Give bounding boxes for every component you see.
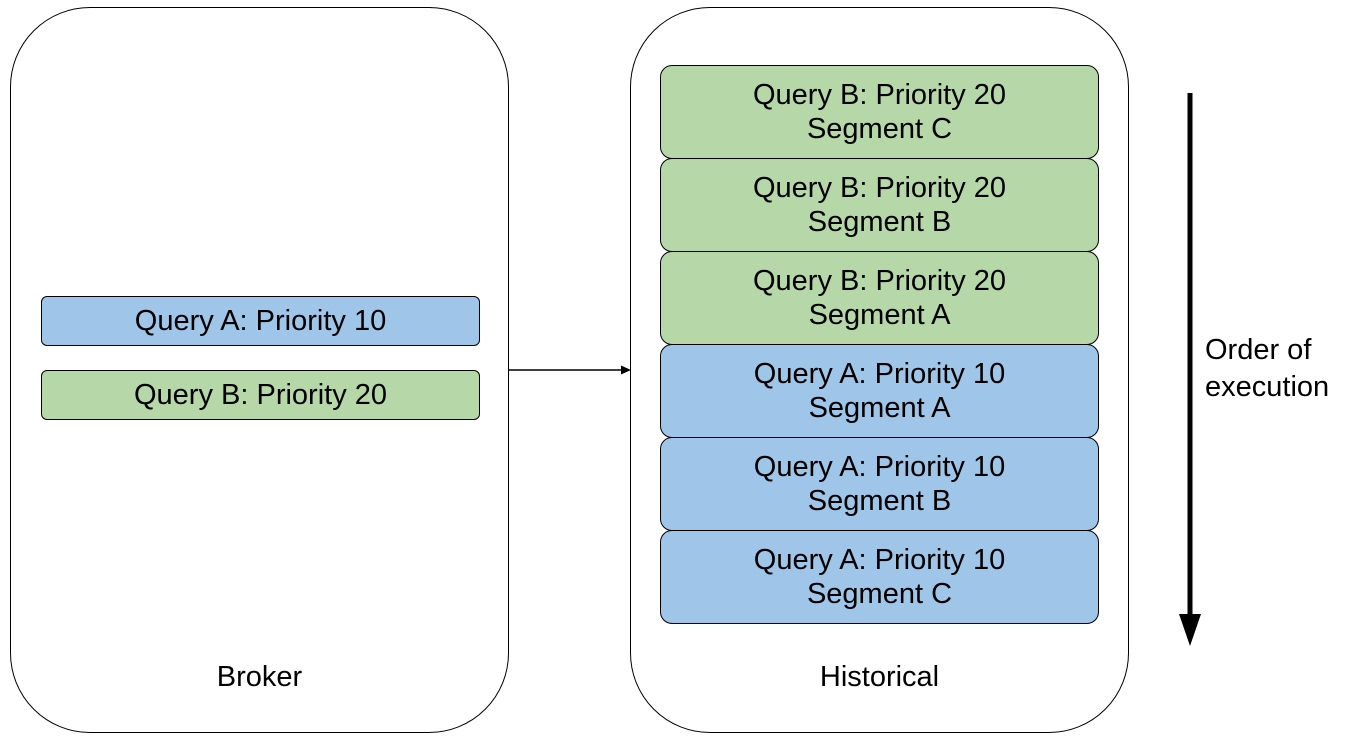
broker-query-b: Query B: Priority 20 [41, 370, 480, 420]
historical-queue: Query B: Priority 20 Segment C Query B: … [660, 65, 1100, 624]
task-query-label: Query A: Priority 10 [753, 544, 1006, 576]
task-segment-label: Segment A [808, 299, 951, 331]
queue-task: Query B: Priority 20 Segment B [660, 158, 1099, 252]
queue-task: Query B: Priority 20 Segment A [660, 251, 1099, 345]
task-query-label: Query A: Priority 10 [753, 358, 1006, 390]
task-query-label: Query B: Priority 20 [752, 172, 1007, 204]
queue-task: Query A: Priority 10 Segment C [660, 530, 1099, 624]
broker-query-a: Query A: Priority 10 [41, 296, 480, 346]
task-query-label: Query B: Priority 20 [752, 79, 1007, 111]
task-segment-label: Segment A [808, 392, 951, 424]
task-segment-label: Segment B [807, 206, 952, 238]
broker-node: Query A: Priority 10 Query B: Priority 2… [10, 7, 509, 733]
task-query-label: Query A: Priority 10 [753, 451, 1006, 483]
task-segment-label: Segment B [807, 485, 952, 517]
queue-task: Query A: Priority 10 Segment A [660, 344, 1099, 438]
order-label-line1: Order of [1205, 334, 1312, 366]
task-query-label: Query B: Priority 20 [752, 265, 1007, 297]
historical-label: Historical [819, 661, 940, 693]
historical-node: Query B: Priority 20 Segment C Query B: … [630, 7, 1129, 733]
order-label-line2: execution [1205, 371, 1330, 403]
execution-order-arrow [1179, 93, 1201, 646]
queue-task: Query A: Priority 10 Segment B [660, 437, 1099, 531]
order-of-execution-label: Order of execution [1205, 332, 1329, 406]
task-segment-label: Segment C [806, 113, 953, 145]
broker-to-historical-arrow [509, 365, 631, 375]
queue-task: Query B: Priority 20 Segment C [660, 65, 1099, 159]
task-segment-label: Segment C [806, 578, 953, 610]
broker-label: Broker [216, 661, 303, 693]
